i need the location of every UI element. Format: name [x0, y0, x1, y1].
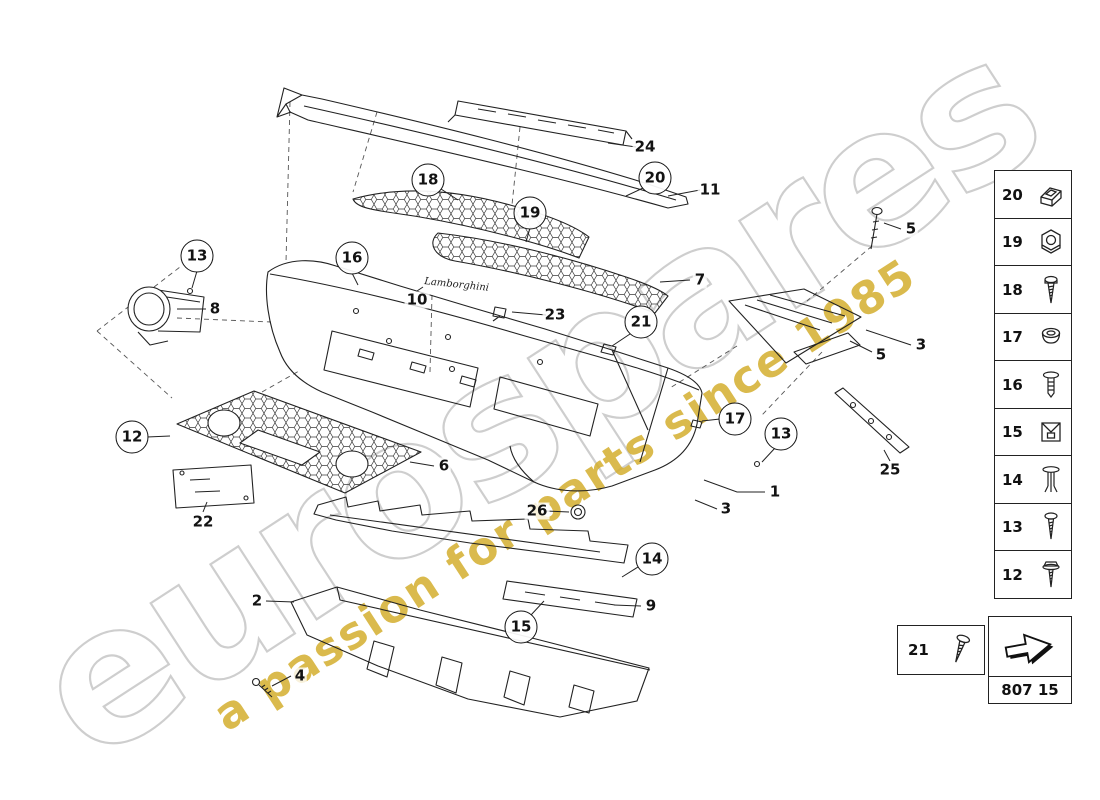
screw-icon	[946, 633, 974, 667]
part-ref-number: 17	[1002, 328, 1023, 346]
part-ref-number: 20	[1002, 185, 1023, 204]
rivet-icon	[1038, 369, 1064, 401]
part-exhaust-finisher	[127, 286, 205, 346]
callout-26[interactable]: 26	[524, 501, 550, 520]
callout-23[interactable]: 23	[542, 305, 568, 324]
sidebar-item-14[interactable]: 14	[994, 455, 1072, 504]
callout-5-lower[interactable]: 5	[873, 345, 889, 364]
part-lower-bracket	[502, 580, 638, 618]
part-side-bracket	[834, 387, 910, 454]
sidebar-item-18[interactable]: 18	[994, 265, 1072, 314]
callout-13-left[interactable]: 13	[180, 239, 214, 273]
callout-13-right[interactable]: 13	[764, 417, 798, 451]
callout-2[interactable]: 2	[249, 591, 265, 610]
callout-15[interactable]: 15	[504, 610, 538, 644]
part-ref-number: 21	[908, 641, 929, 659]
sidebar-item-16[interactable]: 16	[994, 360, 1072, 409]
part-spoiler-strip	[276, 87, 689, 209]
callout-21[interactable]: 21	[624, 305, 658, 339]
part-ref-number: 12	[1002, 565, 1023, 584]
watermark: eurospares a passion for parts since 198…	[0, 0, 1075, 800]
sidebar-item-12[interactable]: 12	[994, 550, 1072, 599]
callout-16[interactable]: 16	[335, 241, 369, 275]
callout-10[interactable]: 10	[404, 290, 430, 309]
callout-20[interactable]: 20	[638, 161, 672, 195]
callout-17[interactable]: 17	[718, 402, 752, 436]
callout-11[interactable]: 11	[697, 180, 723, 199]
part-sensor	[570, 504, 586, 520]
fastener-item-21[interactable]: 21	[897, 625, 985, 675]
sidebar-item-15[interactable]: 15	[994, 407, 1072, 457]
callout-5-upper[interactable]: 5	[903, 219, 919, 238]
callout-7[interactable]: 7	[692, 270, 708, 289]
sidebar-item-20[interactable]: 20	[994, 170, 1072, 219]
fastener-legend: 20 19 18	[994, 170, 1072, 599]
clip-nut-icon	[1038, 416, 1064, 448]
expander-rivet-icon	[1038, 464, 1064, 496]
callout-18[interactable]: 18	[411, 163, 445, 197]
part-diffuser	[290, 586, 651, 718]
callout-14[interactable]: 14	[635, 542, 669, 576]
watermark-brand: eurospares	[0, 0, 1075, 800]
screw-icon	[1038, 511, 1064, 543]
callout-9[interactable]: 9	[643, 596, 659, 615]
part-group-code: 807 15	[1001, 681, 1059, 699]
part-clip	[492, 306, 507, 322]
part-screw-upper-right	[870, 206, 883, 250]
part-group-code-box[interactable]: 807 15	[988, 616, 1072, 704]
part-ref-number: 16	[1002, 375, 1023, 394]
arrow-icon	[989, 617, 1071, 677]
callout-6[interactable]: 6	[436, 456, 452, 475]
part-ref-number: 18	[1002, 280, 1023, 299]
flange-screw-icon	[1038, 559, 1064, 591]
part-mounting-strip	[447, 100, 633, 146]
sidebar-item-17[interactable]: 17	[994, 312, 1072, 362]
sidebar-item-13[interactable]: 13	[994, 502, 1072, 552]
callout-25[interactable]: 25	[877, 460, 903, 479]
part-plate-bracket	[172, 464, 255, 509]
part-grille-right	[728, 288, 862, 365]
tapping-screw-icon	[1038, 274, 1064, 306]
part-ref-number: 19	[1002, 233, 1023, 251]
callout-22[interactable]: 22	[190, 512, 216, 531]
part-ref-number: 13	[1002, 518, 1023, 536]
callout-24[interactable]: 24	[632, 137, 658, 156]
part-bumper-cover	[266, 260, 761, 492]
lamborghini-emblem: Lamborghini	[423, 276, 490, 294]
part-impact-absorber	[313, 496, 629, 564]
callout-3-upper[interactable]: 3	[913, 335, 929, 354]
callout-3-lower[interactable]: 3	[718, 499, 734, 518]
hex-nut-icon	[1038, 226, 1064, 258]
callout-12[interactable]: 12	[115, 420, 149, 454]
sidebar-item-19[interactable]: 19	[994, 217, 1072, 267]
grommet-icon	[1038, 321, 1064, 353]
part-hook-screw	[251, 677, 273, 698]
callout-8[interactable]: 8	[207, 299, 223, 318]
callout-4[interactable]: 4	[292, 666, 308, 685]
callout-1[interactable]: 1	[767, 482, 783, 501]
part-grille-left	[176, 390, 422, 494]
callout-19[interactable]: 19	[513, 196, 547, 230]
construction-lines	[96, 101, 873, 416]
leader-lines	[146, 142, 912, 687]
part-ref-number: 15	[1002, 423, 1023, 441]
part-ref-number: 14	[1002, 470, 1023, 489]
clip-bracket-icon	[1038, 179, 1064, 211]
